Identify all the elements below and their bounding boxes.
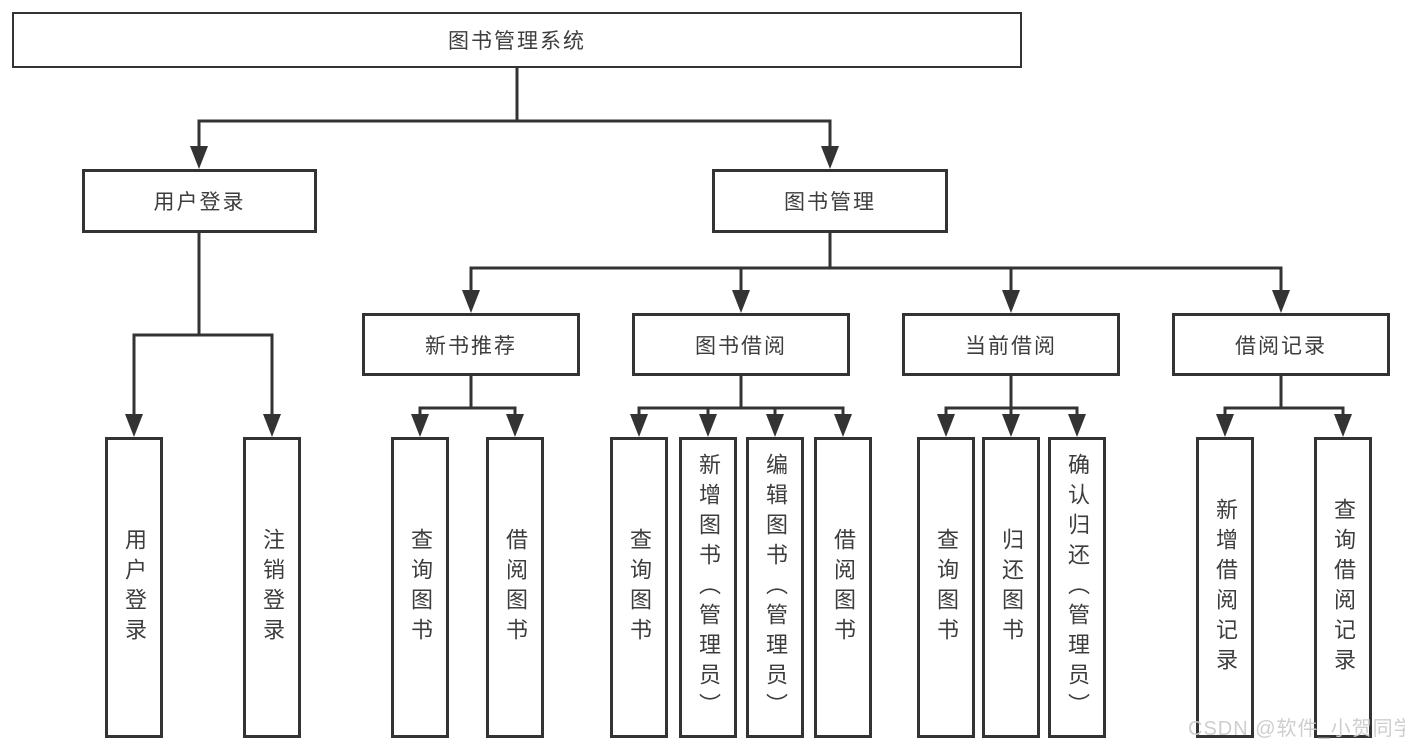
leaf-query-books-3: 查询图书 [917, 437, 975, 738]
leaf-query-borrow-record-label: 查询借阅记录 [1331, 497, 1356, 678]
leaf-query-books-1: 查询图书 [391, 437, 449, 738]
leaf-edit-books-admin-label: 编辑图书（管理员） [763, 452, 788, 723]
node-library-system: 图书管理系统 [12, 12, 1022, 68]
node-book-borrowing: 图书借阅 [632, 313, 850, 376]
leaf-borrow-books-1-label: 借阅图书 [503, 527, 528, 648]
leaf-return-books-label: 归还图书 [999, 527, 1024, 648]
leaf-user-login-label: 用户登录 [122, 527, 147, 648]
leaf-user-login: 用户登录 [105, 437, 163, 738]
leaf-confirm-return-admin: 确认归还（管理员） [1048, 437, 1106, 738]
leaf-confirm-return-admin-label: 确认归还（管理员） [1065, 452, 1090, 723]
csdn-watermark: CSDN @软件_小贺同学 [1188, 718, 1405, 740]
node-user-login-label: 用户登录 [153, 191, 246, 214]
leaf-borrow-books-1: 借阅图书 [486, 437, 544, 738]
leaf-add-books-admin-label: 新增图书（管理员） [696, 452, 721, 723]
leaf-add-borrow-record-label: 新增借阅记录 [1213, 497, 1238, 678]
leaf-add-borrow-record: 新增借阅记录 [1196, 437, 1254, 738]
node-current-borrowing: 当前借阅 [902, 313, 1120, 376]
leaf-query-books-2-label: 查询图书 [627, 527, 652, 648]
node-new-book-recommend-label: 新书推荐 [425, 334, 517, 358]
node-book-borrowing-label: 图书借阅 [695, 334, 787, 358]
node-current-borrowing-label: 当前借阅 [965, 334, 1057, 358]
leaf-query-books-3-label: 查询图书 [934, 527, 959, 648]
node-library-system-label: 图书管理系统 [448, 30, 586, 53]
node-borrowing-records-label: 借阅记录 [1235, 334, 1327, 358]
leaf-logout-label: 注销登录 [260, 527, 285, 648]
leaf-query-books-1-label: 查询图书 [408, 527, 433, 648]
node-borrowing-records: 借阅记录 [1172, 313, 1390, 376]
leaf-edit-books-admin: 编辑图书（管理员） [746, 437, 804, 738]
leaf-query-books-2: 查询图书 [610, 437, 668, 738]
leaf-logout: 注销登录 [243, 437, 301, 738]
node-book-management-label: 图书管理 [784, 191, 876, 214]
leaf-return-books: 归还图书 [982, 437, 1040, 738]
leaf-borrow-books-2-label: 借阅图书 [831, 527, 856, 648]
node-user-login: 用户登录 [82, 169, 317, 233]
node-new-book-recommend: 新书推荐 [362, 313, 580, 376]
leaf-add-books-admin: 新增图书（管理员） [679, 437, 737, 738]
arrowheads [125, 146, 1352, 437]
leaf-query-borrow-record: 查询借阅记录 [1314, 437, 1372, 738]
leaf-borrow-books-2: 借阅图书 [814, 437, 872, 738]
node-book-management: 图书管理 [712, 169, 948, 233]
